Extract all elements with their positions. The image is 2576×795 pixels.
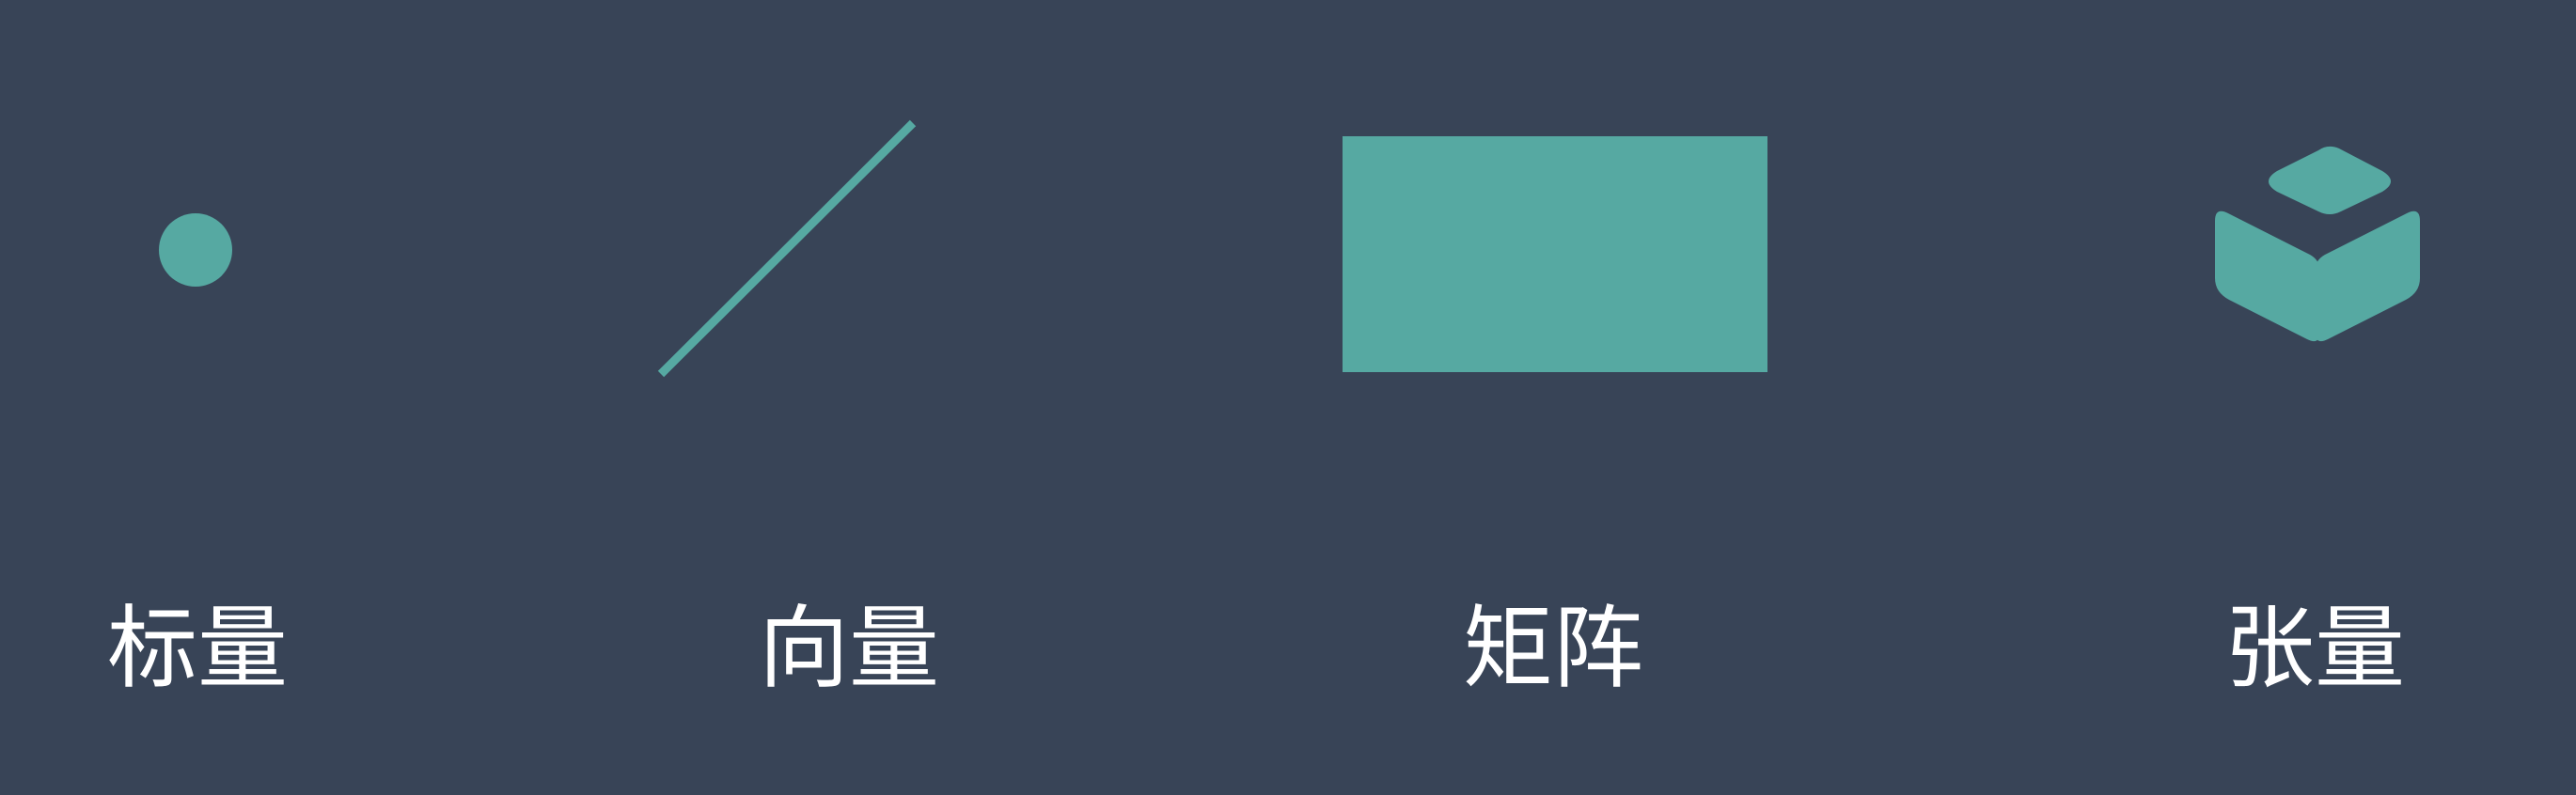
cube-right-face (2315, 210, 2420, 342)
vector-label: 向量 (759, 596, 939, 701)
scalar-dot (159, 213, 232, 287)
tensor-cube-icon (2215, 146, 2420, 342)
tensor-label: 张量 (2224, 596, 2405, 701)
vector-line (657, 119, 917, 378)
cube-left-face (2215, 210, 2320, 342)
cube-top-face (2269, 146, 2391, 214)
matrix-rectangle (1343, 136, 1767, 372)
scalar-label: 标量 (107, 596, 288, 701)
matrix-label: 矩阵 (1463, 596, 1643, 701)
